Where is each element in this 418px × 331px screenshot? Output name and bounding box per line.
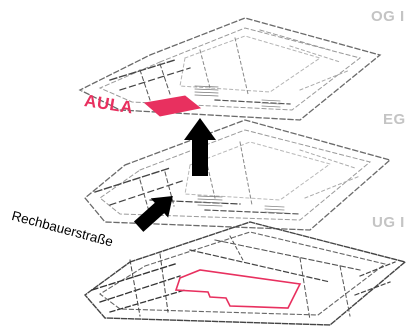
ug1-wall (99, 275, 181, 303)
arrow-from-street (133, 195, 173, 232)
eg-wall (239, 141, 253, 206)
eg-wall (204, 209, 301, 215)
og1-wall (199, 49, 211, 89)
og1-courtyard (179, 35, 322, 93)
ug1-highlight-outline (174, 269, 302, 309)
og1-wall (159, 63, 171, 95)
eg-outline (84, 119, 392, 231)
ug1-wall (339, 265, 351, 317)
ug1-wall (159, 253, 169, 313)
floor-plan-ug1 (83, 221, 407, 326)
eg-wall (304, 175, 361, 199)
ug1-wall (189, 249, 331, 283)
eg-courtyard (184, 141, 332, 201)
og1-wall (234, 37, 249, 95)
floor-label-og1: OG I (371, 8, 405, 25)
floor-label-ug1: UG I (372, 214, 405, 231)
arrows (133, 118, 216, 232)
og1-stair (261, 99, 281, 108)
og1-inner-ring (98, 27, 362, 111)
eg-stair (197, 195, 223, 207)
ug1-wall (214, 239, 361, 271)
arrow-up-to-aula (184, 118, 216, 176)
ug1-inner-ring (99, 231, 387, 316)
og1-wall (119, 67, 191, 91)
eg-wall (109, 179, 186, 206)
ug1-wall (91, 263, 176, 291)
og1-stair (194, 85, 219, 97)
eg-wall (94, 167, 171, 193)
og1-wall (299, 69, 351, 91)
aula-highlight (143, 95, 202, 117)
eg-wall (164, 171, 175, 207)
ug1-wall (129, 259, 141, 317)
og1-outline (78, 17, 382, 121)
ug1-wall (229, 235, 245, 263)
og1-wall (289, 45, 341, 63)
eg-stair (264, 205, 285, 214)
eg-inner-ring (99, 129, 372, 221)
floor-plan-eg (84, 119, 392, 231)
og1-wall (259, 29, 331, 51)
og1-wall (139, 69, 151, 101)
og1-wall (109, 59, 176, 81)
ug1-wall (109, 289, 186, 313)
og1-wall (214, 99, 291, 105)
floor-label-eg: EG (383, 111, 406, 128)
floor-plan-og1 (78, 17, 382, 121)
ug1-wall (299, 257, 311, 321)
eg-wall (299, 149, 356, 169)
ug1-wall (359, 261, 396, 277)
ug1-wall (354, 281, 391, 296)
ug1-outline (83, 221, 407, 326)
